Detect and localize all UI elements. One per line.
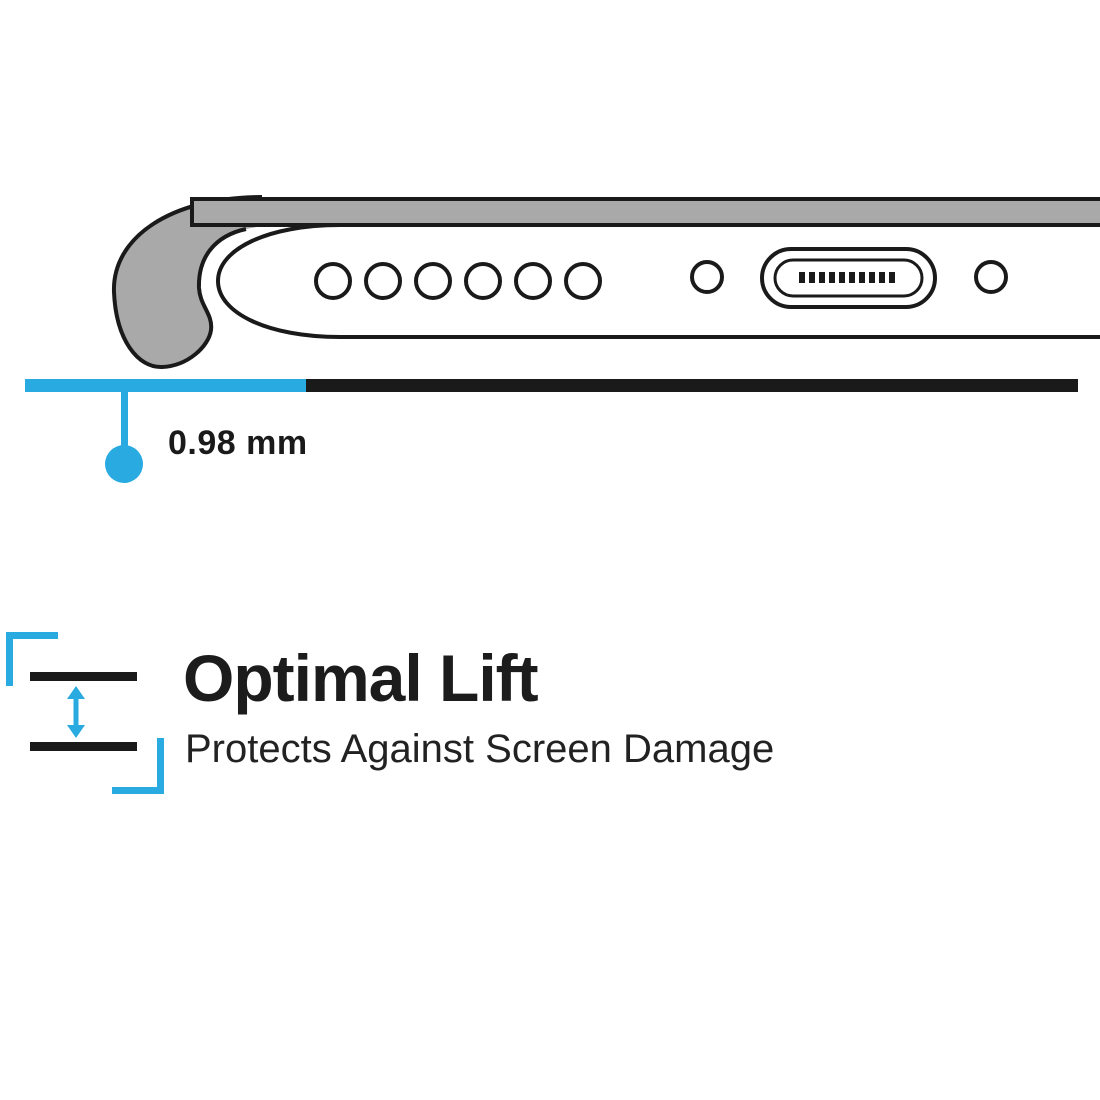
case-back-strip [190, 197, 1100, 227]
lift-bar-bottom [30, 742, 137, 751]
charging-port-icon [760, 247, 937, 309]
phone-case-illustration [25, 195, 1100, 483]
speaker-holes [314, 262, 602, 300]
measurement-dot [105, 445, 143, 483]
optimal-lift-icon [6, 628, 171, 800]
surface-line-dark [306, 379, 1078, 392]
lift-bar-top [30, 672, 137, 681]
speaker-hole [414, 262, 452, 300]
measurement-connector [121, 392, 128, 447]
port-pins [799, 272, 895, 283]
feature-title: Optimal Lift [183, 641, 539, 715]
speaker-hole [514, 262, 552, 300]
screw-hole-right [974, 260, 1008, 294]
case-lip [111, 195, 263, 370]
speaker-hole [314, 262, 352, 300]
bracket-bottom-right-icon [112, 738, 164, 794]
surface-line-accent [25, 379, 306, 392]
screw-hole-left [690, 260, 724, 294]
speaker-hole [364, 262, 402, 300]
speaker-hole [464, 262, 502, 300]
lift-measurement-label: 0.98 mm [168, 424, 308, 462]
feature-subtitle: Protects Against Screen Damage [185, 727, 775, 771]
speaker-hole [564, 262, 602, 300]
bracket-top-left-icon [6, 632, 58, 686]
double-arrow-icon [67, 686, 85, 738]
